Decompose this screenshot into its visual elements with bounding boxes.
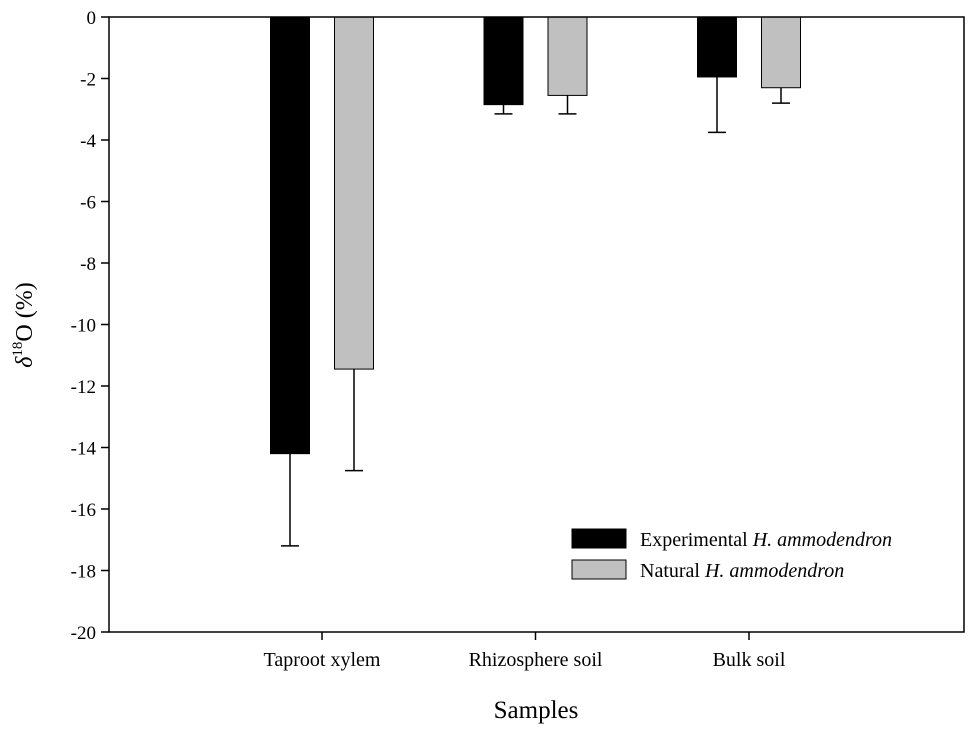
x-tick-label: Rhizosphere soil [469, 649, 603, 671]
y-tick-label: -2 [80, 70, 96, 91]
legend-label-experimental: Experimental H. ammodendron [640, 529, 892, 551]
y-tick-label: -10 [71, 316, 96, 337]
y-tick-label: -18 [71, 562, 96, 583]
y-tick-label: -20 [71, 623, 96, 644]
y-axis-label-superscript: 18 [10, 342, 26, 357]
y-tick-label: -16 [71, 500, 96, 521]
x-axis: Taproot xylem Rhizosphere soil Bulk soil [264, 632, 786, 671]
x-tick-label: Taproot xylem [264, 649, 381, 671]
legend-swatch-natural [571, 559, 627, 580]
y-axis: 0 -2 -4 -6 -8 -10 -12 -14 -16 -18 -20 [71, 8, 109, 644]
legend-label-natural: Natural H. ammodendron [640, 560, 844, 582]
y-tick-label: -14 [71, 439, 97, 460]
y-tick-label: -6 [80, 193, 96, 214]
bar-natural [761, 16, 801, 89]
legend-label-natural-italic: H. ammodendron [704, 560, 844, 582]
bar-natural [334, 16, 374, 370]
y-axis-label-unit: O (%) [12, 282, 38, 341]
y-tick-label: -4 [80, 131, 96, 152]
legend-label-natural-plain: Natural [640, 560, 700, 582]
legend-label-experimental-italic: H. ammodendron [752, 529, 892, 551]
bar-experimental [483, 16, 524, 106]
legend-label-experimental-plain: Experimental [640, 529, 748, 551]
y-axis-label-delta: δ [12, 356, 38, 368]
bar-experimental [697, 16, 737, 78]
y-tick-label: -12 [71, 377, 96, 398]
y-tick-label: -8 [80, 254, 96, 275]
legend-swatch-experimental [571, 528, 627, 549]
legend: Experimental H. ammodendron Natural H. a… [571, 528, 892, 582]
x-tick-label: Bulk soil [713, 649, 786, 671]
x-axis-label: Samples [494, 697, 579, 724]
bar-experimental [270, 16, 310, 455]
bars-layer [270, 16, 801, 547]
y-tick-label: 0 [87, 8, 97, 29]
y-axis-label: δ18O (%) [10, 282, 38, 367]
bar-natural [547, 16, 588, 96]
